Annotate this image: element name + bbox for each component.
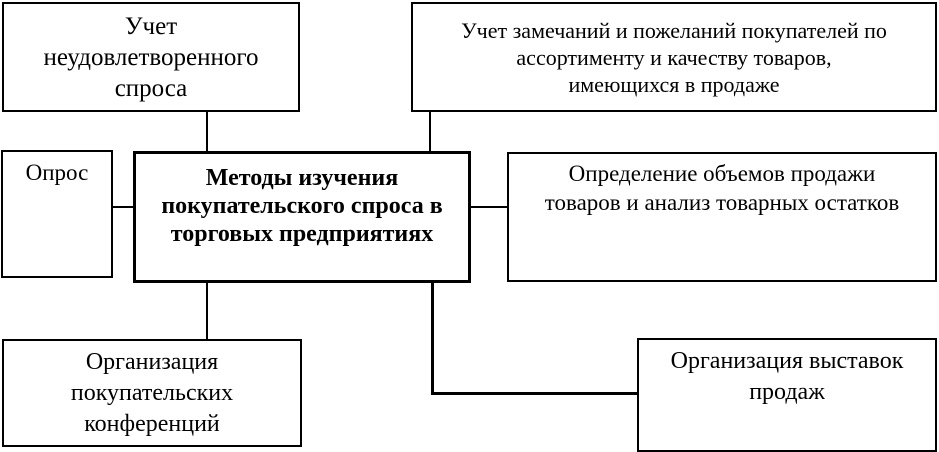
node-exhibitions-label: Организация выставок продаж: [670, 348, 904, 405]
node-survey: Опрос: [1, 150, 113, 278]
connector-center-to-exhibitions-vertical: [431, 283, 434, 395]
node-survey-label: Опрос: [25, 160, 89, 185]
node-customer-feedback: Учет замечаний и пожеланий покупателей п…: [411, 2, 937, 112]
connector-feedback-to-center: [429, 112, 431, 152]
node-conferences: Организация покупательских конференций: [2, 339, 302, 447]
connector-center-to-exhibitions-horizontal: [431, 392, 637, 395]
node-sales-analysis: Определение объемов продажи товаров и ан…: [507, 152, 937, 282]
connector-center-to-conferences: [206, 283, 208, 339]
node-customer-feedback-label: Учет замечаний и пожеланий покупателей п…: [461, 17, 887, 97]
node-center-methods: Методы изучения покупательского спроса в…: [133, 151, 471, 283]
connector-survey-to-center: [113, 206, 133, 208]
node-unmet-demand-label: Учет неудовлетворенного спроса: [43, 12, 259, 102]
node-conferences-label: Организация покупательских конференций: [70, 348, 234, 437]
connector-center-to-sales-analysis: [471, 206, 507, 208]
connector-unmet-demand-to-center: [206, 112, 208, 152]
node-exhibitions: Организация выставок продаж: [637, 338, 937, 452]
node-unmet-demand: Учет неудовлетворенного спроса: [2, 2, 300, 112]
node-center-methods-label: Методы изучения покупательского спроса в…: [161, 165, 443, 247]
node-sales-analysis-label: Определение объемов продажи товаров и ан…: [544, 161, 900, 215]
